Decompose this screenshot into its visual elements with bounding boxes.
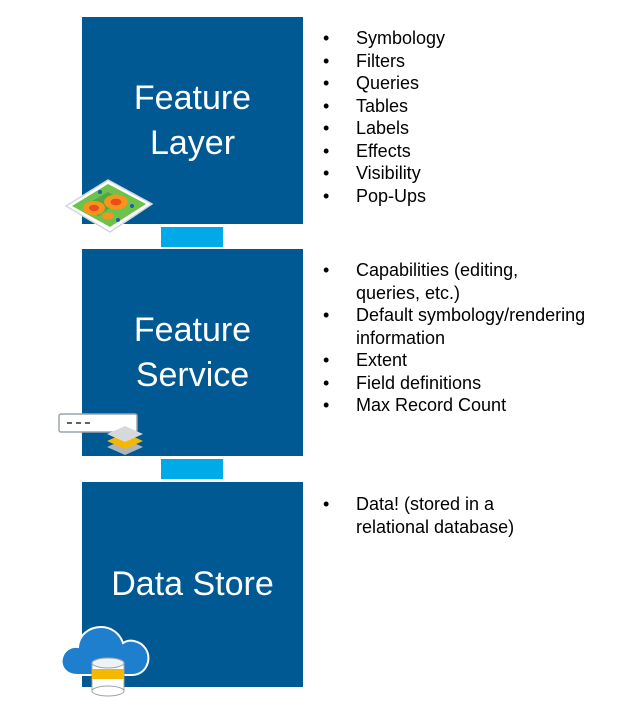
feature-service-list: Capabilities (editing, queries, etc.) De… bbox=[323, 259, 623, 417]
connector-layer-service bbox=[161, 227, 223, 247]
list-item: Effects bbox=[323, 140, 623, 163]
feature-service-title: Feature Service bbox=[133, 310, 252, 394]
connector-service-store bbox=[161, 459, 223, 479]
list-item: Tables bbox=[323, 95, 623, 118]
list-item: Max Record Count bbox=[323, 394, 623, 417]
list-item: Capabilities (editing, queries, etc.) bbox=[323, 259, 546, 304]
list-item: Queries bbox=[323, 72, 623, 95]
list-item: Field definitions bbox=[323, 372, 623, 395]
data-store-list: Data! (stored in a relational database) bbox=[323, 493, 623, 538]
server-layers-icon bbox=[58, 413, 143, 455]
list-item: Extent bbox=[323, 349, 623, 372]
list-item: Labels bbox=[323, 117, 623, 140]
list-item: Default symbology/rendering information bbox=[323, 304, 621, 349]
list-item: Pop-Ups bbox=[323, 185, 623, 208]
map-icon bbox=[64, 179, 154, 233]
feature-layer-title: Feature Layer bbox=[133, 78, 252, 162]
list-item: Data! (stored in a relational database) bbox=[323, 493, 531, 538]
feature-layer-list: Symbology Filters Queries Tables Labels … bbox=[323, 27, 623, 207]
list-item: Visibility bbox=[323, 162, 623, 185]
list-item: Filters bbox=[323, 50, 623, 73]
cloud-database-icon bbox=[60, 625, 150, 697]
data-store-title: Data Store bbox=[111, 565, 274, 603]
list-item: Symbology bbox=[323, 27, 623, 50]
